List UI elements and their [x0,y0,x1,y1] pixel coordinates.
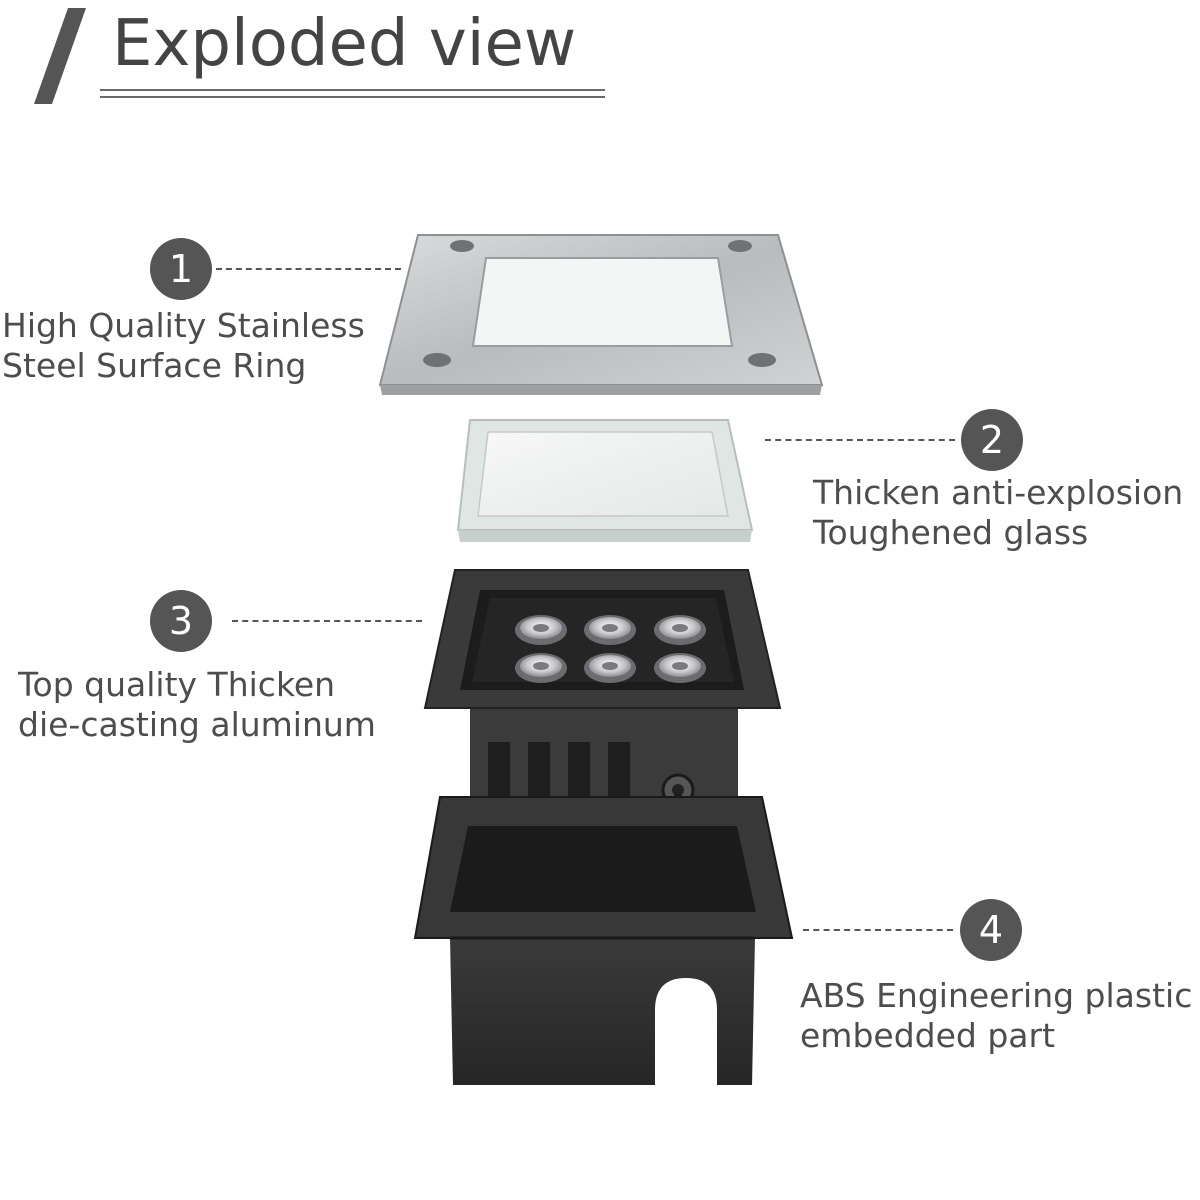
screw-hole-icon [423,240,776,367]
toughened-glass [456,419,754,542]
callout-leader-2 [765,439,955,441]
led-icon [654,615,706,645]
callout-leader-1 [216,268,401,270]
label-line: Toughened glass [813,513,1089,552]
slash-accent-icon [34,8,86,104]
title-underline [100,96,605,98]
led-icon [584,653,636,683]
label-line: embedded part [800,1016,1056,1055]
led-icon [515,653,567,683]
title-underline [100,89,605,91]
callout-badge-4: 4 [960,899,1022,961]
label-line: Thicken anti-explosion [813,473,1184,512]
abs-embedded-box [413,796,794,1085]
cooling-fin [488,742,630,804]
callout-label-3: Top quality Thicken die-casting aluminum [18,665,376,745]
callout-badge-3: 3 [150,590,212,652]
led-icon [584,615,636,645]
led-icon [654,653,706,683]
callout-badge-1: 1 [150,238,212,300]
callout-leader-3 [232,620,422,622]
steel-surface-ring [378,234,824,395]
page-title: Exploded view [112,7,577,81]
label-line: die-casting aluminum [18,705,376,744]
label-line: High Quality Stainless [2,306,365,345]
callout-badge-2: 2 [961,409,1023,471]
label-line: Top quality Thicken [18,665,336,704]
label-line: Steel Surface Ring [2,346,307,385]
callout-label-1: High Quality Stainless Steel Surface Rin… [2,306,365,386]
label-line: ABS Engineering plastic [800,976,1193,1015]
led-icon [515,615,567,645]
header: Exploded view [0,0,640,110]
callout-label-4: ABS Engineering plastic embedded part [800,976,1192,1056]
callout-leader-4 [803,929,953,931]
callout-label-2: Thicken anti-explosion Toughened glass [813,473,1183,553]
led-array [515,615,706,683]
